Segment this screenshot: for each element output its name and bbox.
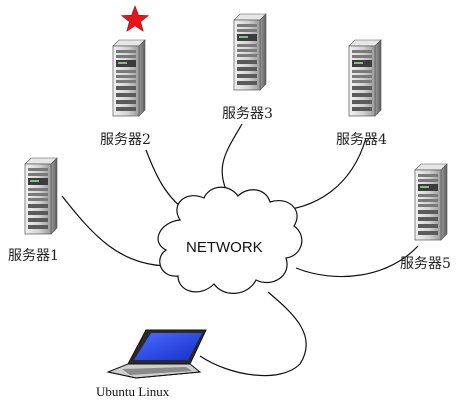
server-2-label: 服务器2 [100, 132, 151, 148]
client-label: Ubuntu Linux [96, 384, 170, 399]
cloud-shape [157, 186, 303, 294]
cable-server4 [271, 137, 367, 212]
server-tower-icon [24, 157, 58, 235]
server-tower-icon [233, 13, 267, 91]
server-2[interactable]: 服务器2 [100, 5, 151, 148]
laptop-icon [106, 329, 207, 379]
cable-server5 [295, 245, 419, 278]
server-1[interactable]: 服务器1 [8, 157, 59, 264]
client-laptop[interactable]: Ubuntu Linux [96, 329, 207, 399]
server-5[interactable]: 服务器5 [400, 163, 451, 272]
server-4-label: 服务器4 [336, 132, 387, 148]
network-label: NETWORK [186, 239, 263, 256]
server-tower-icon [112, 39, 146, 117]
cable-client [199, 291, 307, 377]
server-tower-icon [414, 163, 448, 241]
server-3[interactable]: 服务器3 [222, 13, 273, 122]
star-icon [120, 5, 150, 32]
server-4[interactable]: 服务器4 [336, 39, 387, 148]
cable-server1 [61, 195, 167, 267]
network-cloud: NETWORK [157, 186, 303, 294]
server-5-label: 服务器5 [400, 256, 451, 272]
server-tower-icon [348, 39, 382, 117]
server-3-label: 服务器3 [222, 106, 273, 122]
server-1-label: 服务器1 [8, 248, 59, 264]
